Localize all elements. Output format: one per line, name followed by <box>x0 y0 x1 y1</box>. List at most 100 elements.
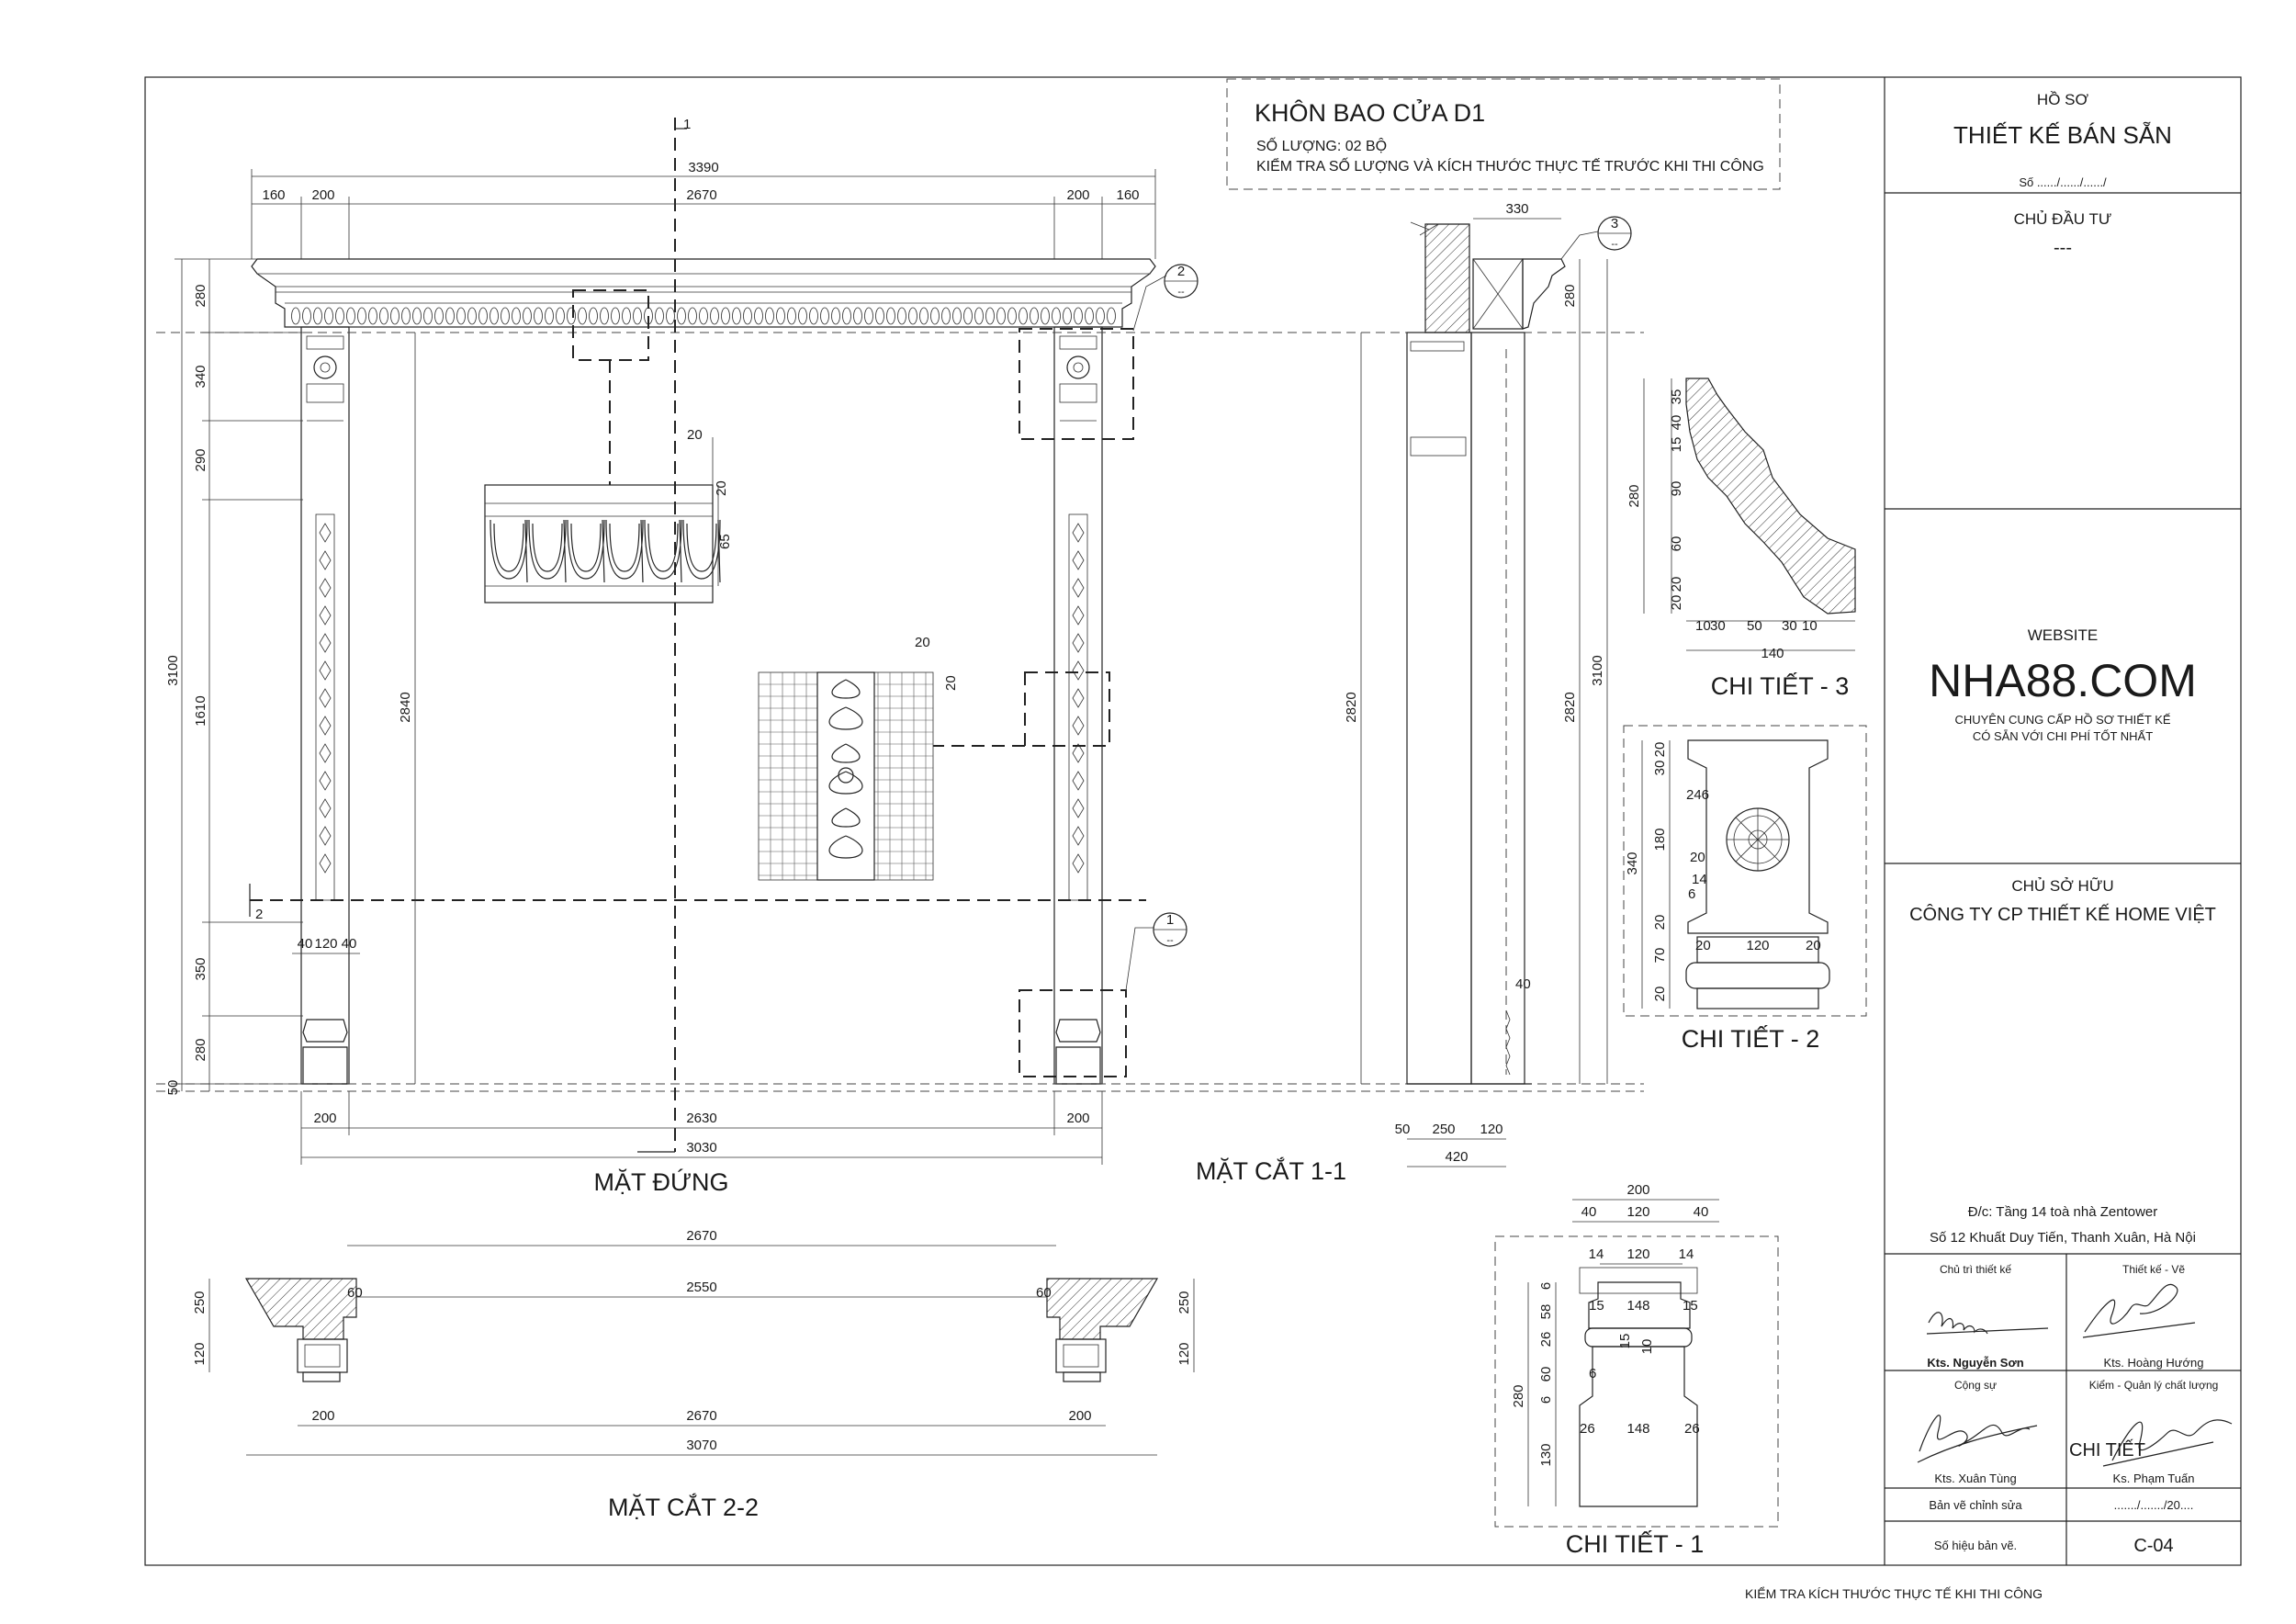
ban-ve-label: Bản vẽ chỉnh sửa <box>1929 1498 2022 1512</box>
header-quantity: SỐ LƯỢNG: 02 BỘ <box>1256 136 1387 154</box>
footer-note: KIỂM TRA KÍCH THƯỚC THỰC TẾ KHI THI CÔNG <box>1745 1585 2043 1601</box>
callout-3-sub: -- <box>1611 239 1618 250</box>
dim-d2-20c-h: 20 <box>1806 938 1821 953</box>
dim-leaf-20a: 20 <box>915 635 930 650</box>
sig-overlay-text: CHI TIẾT <box>2069 1439 2145 1460</box>
dim-s11-3100: 3100 <box>1590 655 1605 685</box>
dim-top-d: 200 <box>1066 187 1089 203</box>
dim-left-1610: 1610 <box>193 695 208 726</box>
dim-top-overall: 3390 <box>688 160 718 175</box>
dim-bot-200a: 200 <box>313 1111 336 1126</box>
dim-s11-40: 40 <box>1515 976 1531 992</box>
dim-s11-120: 120 <box>1480 1122 1503 1137</box>
dim-s11-250: 250 <box>1432 1122 1455 1137</box>
dim-top-b: 200 <box>311 187 334 203</box>
signature-kiem <box>2102 1419 2233 1467</box>
cut-2-label: 2 <box>255 907 263 922</box>
dim-s11-2820a: 2820 <box>1344 692 1359 722</box>
dim-col-120: 120 <box>314 936 337 952</box>
dim-d2-20: 20 <box>1652 742 1668 758</box>
ban-ve-value: ......./......./20.... <box>2114 1498 2194 1512</box>
signature-cong-su <box>1917 1415 2038 1463</box>
dim-d3-90: 90 <box>1669 481 1684 497</box>
callout-2-label: 2 <box>1177 264 1185 279</box>
dim-s22-120r: 120 <box>1176 1342 1192 1365</box>
dim-d1-120: 120 <box>1626 1204 1649 1220</box>
dim-s11-280: 280 <box>1562 284 1578 307</box>
dim-left-350: 350 <box>193 957 208 980</box>
dim-s22-2550: 2550 <box>686 1280 716 1295</box>
header-note-box: KHÔN BAO CỬA D1 SỐ LƯỢNG: 02 BỘ KIỂM TRA… <box>1226 78 1781 190</box>
name-cong-su: Kts. Xuân Tùng <box>1934 1472 2016 1485</box>
dim-d3-15: 15 <box>1669 437 1684 453</box>
dim-d1-26: 26 <box>1538 1332 1554 1348</box>
dim-d1-26a: 26 <box>1580 1421 1595 1437</box>
dim-s11-50: 50 <box>1395 1122 1411 1137</box>
detail-3-title: CHI TIẾT - 3 <box>1711 671 1850 700</box>
dim-s22-250r: 250 <box>1176 1291 1192 1314</box>
role-chu-tri: Chủ trì thiết kế <box>1940 1263 2011 1276</box>
dim-d2-20a: 20 <box>1690 850 1705 865</box>
slogan-line-1: CHUYÊN CUNG CẤP HỒ SƠ THIẾT KẾ <box>1954 713 2170 727</box>
dim-d1-58: 58 <box>1538 1304 1554 1320</box>
cornice-dentils <box>291 307 1116 325</box>
section-2-2-view: 2670 2550 60 60 250 120 250 120 200 2670… <box>192 1228 1195 1521</box>
role-kiem: Kiểm - Quản lý chất lượng <box>2089 1379 2219 1392</box>
name-chu-tri: Kts. Nguyễn Sơn <box>1927 1356 2023 1370</box>
chu-so-huu-value: CÔNG TY CP THIẾT KẾ HOME VIỆT <box>1909 904 2216 925</box>
dim-d1-40a: 40 <box>1581 1204 1597 1220</box>
role-thiet-ke: Thiết kế - Vẽ <box>2122 1263 2185 1276</box>
dim-d2-30: 30 <box>1652 761 1668 776</box>
dim-s22-200a: 200 <box>311 1408 334 1424</box>
dim-d3-20b: 20 <box>1669 595 1684 611</box>
role-cong-su: Cộng sự <box>1954 1379 1997 1392</box>
dim-d1-60: 60 <box>1538 1367 1554 1382</box>
detail-1-title: CHI TIẾT - 1 <box>1566 1529 1705 1558</box>
cut-1-label: 1 <box>683 117 691 132</box>
address-line-1: Đ/c: Tầng 14 toà nhà Zentower <box>1968 1204 2158 1220</box>
dim-inner-2840: 2840 <box>398 692 413 722</box>
header-note: KIỂM TRA SỐ LƯỢNG VÀ KÍCH THƯỚC THỰC TẾ … <box>1256 156 1764 175</box>
dim-d1-10: 10 <box>1639 1339 1655 1355</box>
dim-d1-14b: 14 <box>1679 1246 1694 1262</box>
dim-d2-6: 6 <box>1688 886 1695 902</box>
website-value: NHA88.COM <box>1929 655 2197 706</box>
dim-s22-200b: 200 <box>1068 1408 1091 1424</box>
address-line-2: Số 12 Khuất Duy Tiến, Thanh Xuân, Hà Nội <box>1930 1230 2196 1246</box>
dim-d3-60: 60 <box>1669 536 1684 552</box>
dim-d3-280: 280 <box>1626 484 1642 507</box>
dim-d1-15a: 15 <box>1589 1298 1604 1314</box>
dim-d1-280: 280 <box>1511 1384 1526 1407</box>
callout-3-label: 3 <box>1611 216 1618 231</box>
so-hieu-value: C-04 <box>2133 1536 2173 1556</box>
right-column <box>1053 326 1103 1085</box>
dim-d1-15c: 15 <box>1617 1334 1633 1349</box>
leaf-ornament-detail: 20 20 <box>758 635 959 881</box>
dim-d3-20a: 20 <box>1669 577 1684 592</box>
chu-dau-tu-label: CHỦ ĐẦU TƯ <box>2014 210 2112 228</box>
dim-s22-60l: 60 <box>347 1285 363 1301</box>
dim-top-e: 160 <box>1116 187 1139 203</box>
dim-s11-2820b: 2820 <box>1562 692 1578 722</box>
title-block: HỒ SƠ THIẾT KẾ BÁN SẴN Số ....../....../… <box>1885 91 2241 1565</box>
ho-so-value: THIẾT KẾ BÁN SẴN <box>1953 121 2172 149</box>
dim-d2-14: 14 <box>1692 872 1707 887</box>
dim-d3-30b: 30 <box>1782 618 1797 634</box>
dim-leaf-20b: 20 <box>943 675 959 691</box>
dim-col-40a: 40 <box>298 936 313 952</box>
elevation-view: 1 2 2 -- 1 -- 20 20 <box>156 117 1644 1196</box>
dim-egg-20a: 20 <box>687 427 703 443</box>
detail-2-title: CHI TIẾT - 2 <box>1682 1024 1820 1053</box>
dim-left-3100: 3100 <box>165 655 181 685</box>
dim-d1-148b: 148 <box>1626 1421 1649 1437</box>
dim-top-a: 160 <box>262 187 285 203</box>
dim-left-290: 290 <box>193 448 208 471</box>
signature-thiet-ke <box>2082 1283 2196 1338</box>
dim-d3-40: 40 <box>1669 415 1684 431</box>
chu-so-huu-label: CHỦ SỞ HỮU <box>2011 877 2113 895</box>
header-title: KHÔN BAO CỬA D1 <box>1255 97 1485 127</box>
dim-s22-120l: 120 <box>192 1342 208 1365</box>
dim-left-50: 50 <box>165 1080 181 1096</box>
dim-d1-6: 6 <box>1589 1366 1596 1382</box>
dim-bot-3030: 3030 <box>686 1140 716 1156</box>
